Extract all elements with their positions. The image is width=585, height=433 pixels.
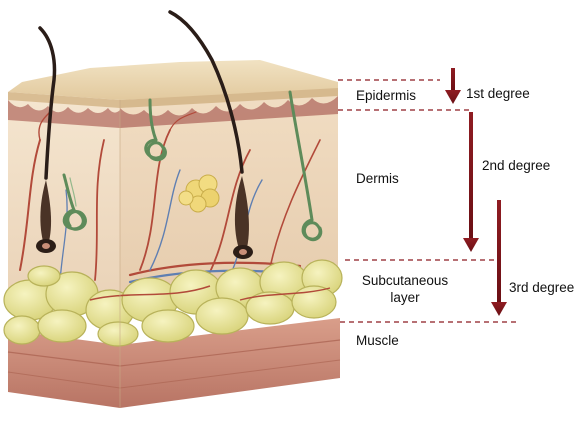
arrow-third-degree [491,200,507,316]
label-subcutaneous-line1: Subcutaneous [362,273,448,288]
label-muscle: Muscle [356,333,399,348]
label-subcutaneous-line2: layer [390,290,419,305]
label-third-degree: 3rd degree [509,280,574,295]
label-second-degree: 2nd degree [482,158,550,173]
degree-arrows [445,68,507,316]
label-epidermis: Epidermis [356,88,416,103]
label-first-degree: 1st degree [466,86,530,101]
arrow-second-degree [463,112,479,252]
skin-illustration [4,12,342,408]
arrow-first-degree [445,68,461,104]
label-dermis: Dermis [356,171,399,186]
